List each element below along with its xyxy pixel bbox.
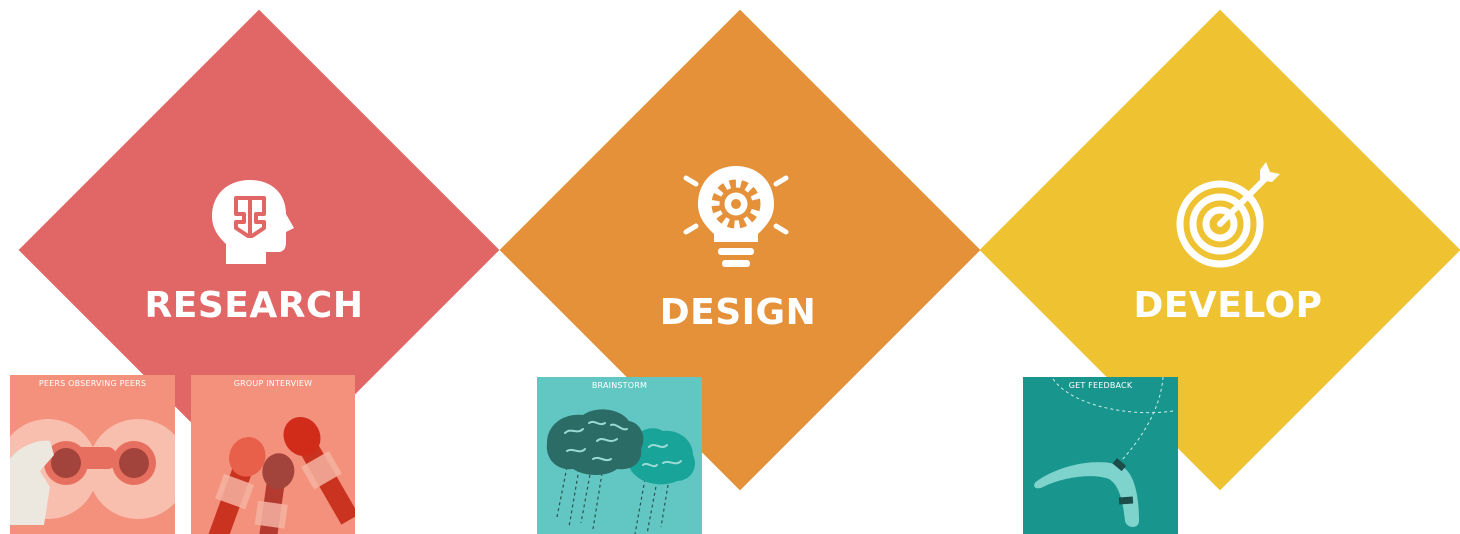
card-title: GET FEEDBACK — [1068, 381, 1133, 390]
card-brainstorm[interactable]: BRAINSTORM — [537, 377, 702, 534]
boomerang-icon — [1034, 377, 1174, 527]
target-arrow-icon — [1176, 162, 1280, 268]
lightbulb-gear-icon — [683, 166, 789, 267]
design-label: DESIGN — [659, 292, 817, 333]
card-title: GROUP INTERVIEW — [233, 379, 313, 388]
microphones-icon — [208, 416, 355, 534]
card-title: BRAINSTORM — [591, 381, 648, 390]
card-get-feedback[interactable]: GET FEEDBACK — [1023, 377, 1178, 534]
binoculars-icon — [10, 419, 175, 525]
raining-brains-icon — [546, 409, 696, 534]
card-peers-observing-peers[interactable]: PEERS OBSERVING PEERS — [10, 375, 175, 534]
research-label: RESEARCH — [144, 285, 364, 326]
card-title: PEERS OBSERVING PEERS — [38, 379, 147, 388]
card-group-interview[interactable]: GROUP INTERVIEW — [191, 375, 355, 534]
head-brain-icon — [212, 180, 294, 264]
develop-label: DEVELOP — [1133, 285, 1323, 326]
